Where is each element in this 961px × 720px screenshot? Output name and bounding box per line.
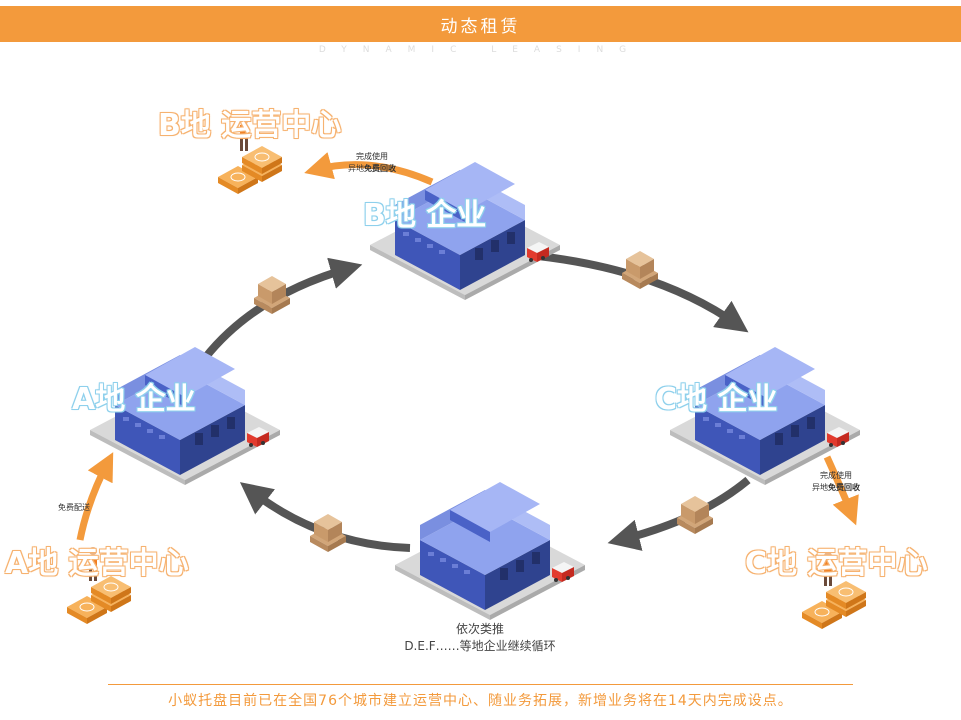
label-a-center: A地 运营中心: [5, 546, 189, 581]
note-c-line1: 完成使用: [820, 471, 852, 480]
note-c-line2: 异地免费回收: [812, 482, 860, 494]
note-a-delivery: 免费配送: [58, 503, 90, 512]
caption-line1: 依次类推: [455, 622, 504, 636]
note-c-recycle: 完成使用 异地免费回收: [812, 470, 860, 494]
note-b-line2: 异地免费回收: [348, 163, 396, 175]
cycle-caption: 依次类推 D.E.F……等地企业继续循环: [380, 621, 580, 655]
arrow-a-delivery: [76, 452, 114, 541]
label-c-center: C地 运营中心: [745, 546, 928, 581]
arrow-c-recycle: [823, 455, 859, 526]
footer-divider: [108, 684, 853, 685]
label-b-company: B地 企业: [363, 198, 487, 233]
page-subtitle: DYNAMIC LEASING: [318, 45, 643, 55]
arrow-b-recycle: [304, 152, 434, 186]
note-b-bold: 免费回收: [364, 164, 396, 173]
label-b-center: B地 运营中心: [158, 108, 342, 143]
caption-line2: D.E.F……等地企业继续循环: [404, 639, 556, 653]
pallet-box-d-a: [310, 514, 346, 552]
note-b-recycle: 完成使用 异地免费回收: [348, 151, 396, 175]
warehouse-d: [395, 482, 585, 620]
label-c-company: C地 企业: [655, 382, 778, 417]
note-c-bold: 免费回收: [828, 483, 860, 492]
header-banner: 动态租赁: [0, 6, 961, 42]
note-c-prefix: 异地: [812, 483, 828, 492]
note-b-line1: 完成使用: [356, 152, 388, 161]
note-b-prefix: 异地: [348, 164, 364, 173]
pallet-box-c-d: [677, 496, 713, 534]
label-a-company: A地 企业: [72, 382, 196, 417]
footer-text: 小蚁托盘目前已在全国76个城市建立运营中心、随业务拓展，新增业务将在14天内完成…: [168, 693, 793, 709]
page-title: 动态租赁: [440, 16, 521, 37]
